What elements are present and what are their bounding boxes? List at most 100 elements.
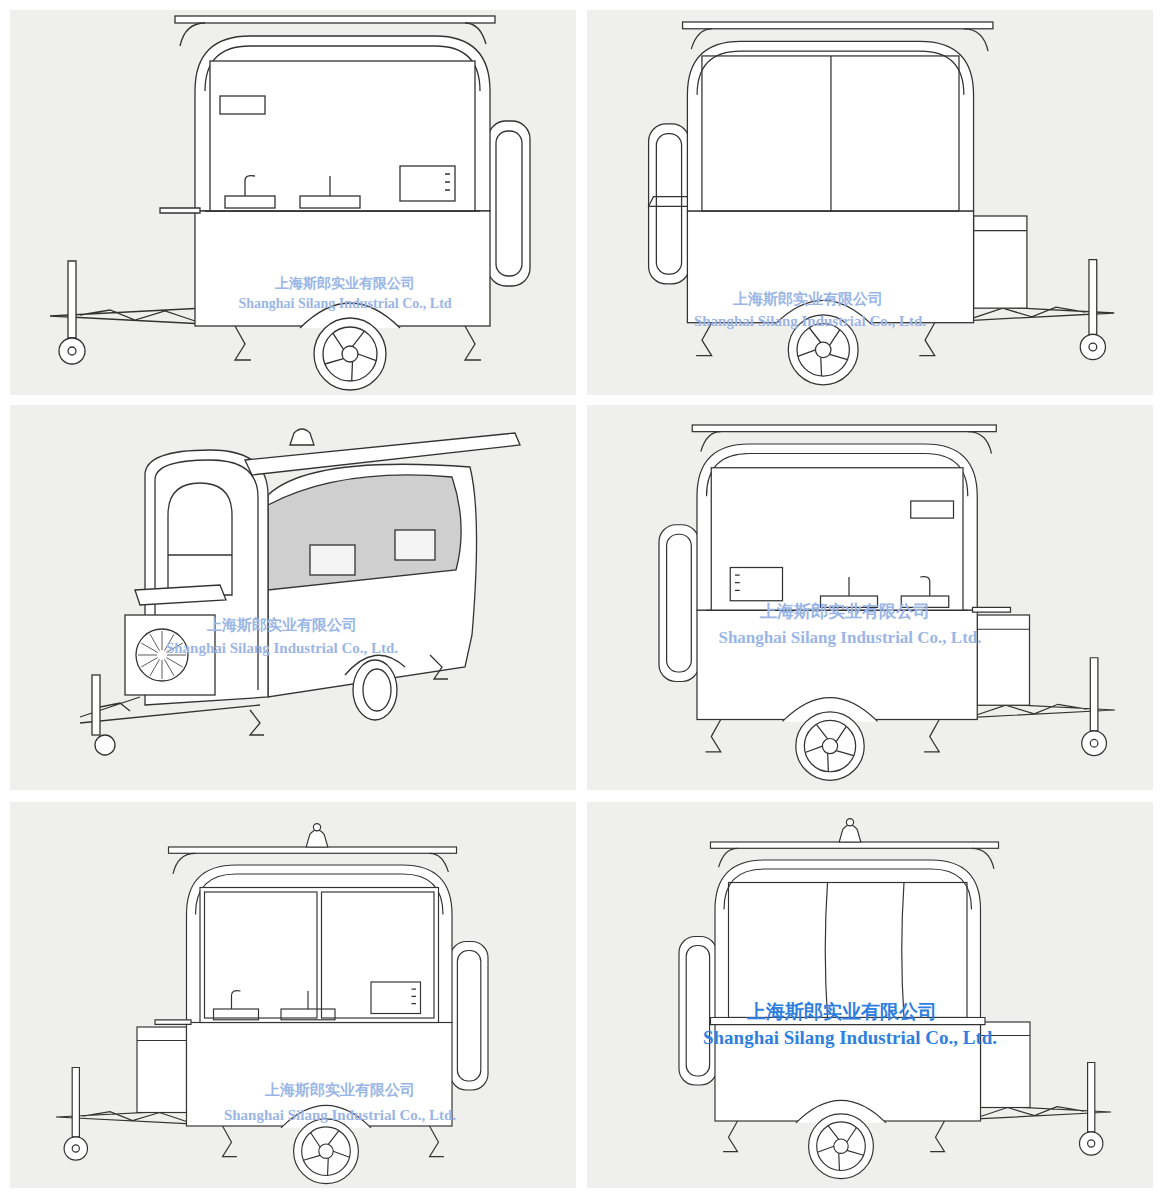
window-glass	[268, 475, 461, 590]
side-shelf	[649, 197, 688, 207]
water-tank	[679, 937, 717, 1086]
hub	[319, 1144, 333, 1158]
roof-lamp	[290, 429, 314, 445]
jack-wheel	[95, 735, 115, 755]
trailer-drawing	[649, 22, 1115, 385]
watermark-text: Shanghai Silang Industrial Co., Ltd	[238, 296, 451, 311]
jack-post	[1090, 658, 1098, 731]
support-leg	[430, 1126, 444, 1157]
body-arch	[687, 41, 973, 211]
faucet	[245, 176, 255, 196]
rim	[302, 1127, 351, 1176]
canopy-curve	[691, 29, 988, 51]
sink	[281, 1009, 335, 1020]
hub	[815, 342, 831, 358]
watermark-text: Shanghai Silang Industrial Co., Ltd.	[718, 629, 981, 648]
panel-ground	[587, 405, 1153, 790]
spokes	[303, 1131, 349, 1176]
trailer-view	[50, 16, 530, 390]
watermark-text: Shanghai Silang Industrial Co., Ltd.	[694, 313, 926, 330]
tank-inner	[656, 134, 681, 275]
water-tank	[488, 121, 530, 286]
glass-pane	[205, 892, 318, 1018]
jack-wheel	[1082, 731, 1107, 756]
oven	[400, 166, 455, 201]
hatch	[310, 545, 355, 575]
hub	[822, 739, 837, 754]
service-window	[711, 468, 963, 611]
jack-wheel	[1080, 1132, 1103, 1155]
tank-inner	[457, 951, 480, 1082]
wheel	[809, 1114, 874, 1179]
jack-post	[72, 1068, 79, 1137]
trailer-view	[659, 425, 1115, 780]
oven-knobs	[412, 989, 417, 1003]
panel-ground	[587, 10, 1153, 395]
rim	[363, 669, 391, 711]
body-arch	[195, 36, 490, 211]
tank-inner	[667, 534, 692, 672]
support-leg	[465, 326, 481, 360]
support-leg	[930, 1121, 944, 1152]
canopy-top	[692, 425, 996, 432]
support-leg	[723, 1121, 737, 1152]
support-leg	[706, 720, 721, 752]
panel-seam	[830, 56, 831, 211]
body-arch	[715, 860, 981, 1018]
counter	[205, 210, 480, 211]
jack-wheel	[64, 1137, 87, 1160]
shelf	[911, 501, 954, 518]
window-frame	[729, 883, 968, 1018]
roof-lamp	[839, 825, 861, 842]
jack-hub	[72, 1145, 79, 1152]
oven	[371, 982, 421, 1014]
jack-hub	[1088, 1140, 1095, 1147]
oven-knobs	[735, 575, 740, 590]
jack-post	[68, 261, 76, 338]
support-leg	[250, 655, 448, 735]
window-panel	[702, 56, 959, 211]
lamp-top	[313, 824, 320, 831]
box-lid	[137, 1040, 187, 1041]
panel-ground	[587, 802, 1153, 1188]
wheel	[796, 712, 864, 780]
support-leg	[235, 326, 251, 360]
canopy-top	[711, 842, 999, 848]
spokes	[805, 724, 854, 771]
oven-knobs	[445, 174, 450, 190]
service-window	[210, 61, 475, 211]
tank-inner	[496, 131, 522, 276]
body-arch	[697, 444, 977, 610]
canopy-top	[175, 16, 495, 23]
watermark-text: Shanghai Silang Industrial Co., Ltd.	[224, 1107, 456, 1124]
trailer-perspective	[80, 429, 520, 755]
trailer-view	[649, 22, 1115, 385]
panel-ground	[10, 405, 576, 790]
jack-post	[92, 675, 100, 735]
sink	[225, 196, 275, 208]
water-tank	[659, 525, 699, 682]
jack-hub	[68, 347, 76, 355]
support-leg	[223, 1126, 237, 1157]
faucet	[329, 176, 330, 196]
rim	[817, 1122, 866, 1171]
glass-pane	[322, 892, 435, 1018]
counter	[196, 1022, 444, 1023]
faucet	[848, 577, 849, 596]
service-window	[200, 888, 439, 1023]
faucet	[920, 577, 930, 596]
side-shelf	[973, 607, 1011, 612]
side-shelf	[160, 208, 200, 213]
side-shelf	[155, 1020, 191, 1025]
faucet	[307, 991, 308, 1009]
tyre	[796, 712, 864, 780]
spokes	[798, 328, 848, 376]
tyre	[314, 318, 386, 390]
window-bar	[168, 554, 232, 555]
sink	[214, 1009, 259, 1020]
watermark-text: 上海斯郎实业有限公司	[733, 291, 883, 308]
canopy-top	[169, 847, 457, 853]
